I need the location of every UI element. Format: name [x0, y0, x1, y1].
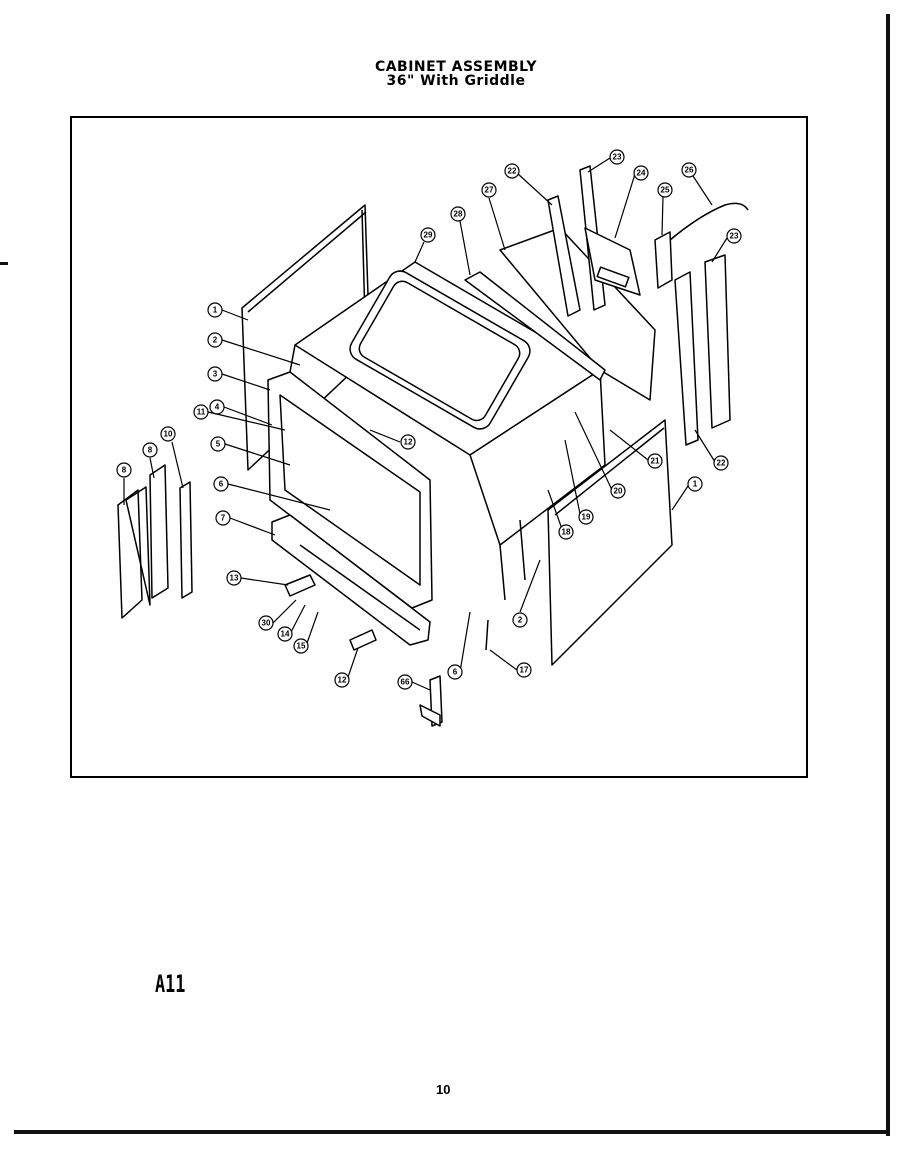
callout-18 [547, 489, 574, 540]
callout-30 [258, 599, 297, 631]
callout-label: 22 [717, 459, 726, 468]
callout-27 [481, 182, 506, 251]
callout-label: 25 [661, 186, 670, 195]
title-line-1: CABINET ASSEMBLY [374, 59, 538, 75]
callout-label: 3 [213, 370, 218, 379]
callout-6-right [447, 611, 471, 680]
callout-label: 20 [614, 487, 623, 496]
diagram-frame [70, 116, 808, 778]
part-back-panel [464, 227, 656, 401]
callout-label: 6 [453, 668, 458, 677]
callout-11 [193, 404, 286, 431]
callout-66 [397, 674, 431, 691]
page-title: CABINET ASSEMBLY 36" With Griddle [0, 60, 912, 88]
callout-label: 14 [281, 630, 290, 639]
callout-label: 7 [221, 514, 226, 523]
callout-4 [209, 399, 273, 426]
callout-label: 8 [148, 446, 153, 455]
callout-label: 4 [215, 403, 220, 412]
callout-label: 11 [197, 408, 206, 417]
callout-label: 18 [562, 528, 571, 537]
callout-label: 22 [508, 167, 517, 176]
callout-label: 2 [213, 336, 218, 345]
callout-20 [574, 411, 626, 499]
callout-2-left [207, 332, 301, 366]
callout-6-left [213, 476, 331, 511]
callout-7 [215, 510, 276, 536]
callout-label: 8 [122, 466, 127, 475]
callout-label: 30 [262, 619, 271, 628]
callout-22-right [694, 429, 729, 471]
callout-19 [564, 439, 594, 525]
callout-13 [226, 570, 289, 586]
callout-label: 23 [730, 232, 739, 241]
callout-17 [489, 649, 532, 678]
callout-21 [609, 429, 663, 469]
title-line-2: 36" With Griddle [386, 73, 526, 89]
callout-12-bottom [334, 647, 359, 688]
callout-label: 10 [164, 430, 173, 439]
callout-label: 5 [216, 440, 221, 449]
callout-2-right [512, 559, 541, 628]
callout-23-left [587, 149, 625, 173]
callout-label: 27 [485, 186, 494, 195]
callout-label: 24 [637, 169, 646, 178]
part-front-frame [267, 344, 433, 609]
part-junction-box [654, 231, 673, 289]
part-cabinet-body [469, 369, 606, 601]
callout-1-right [671, 476, 703, 511]
callout-label: 1 [693, 480, 698, 489]
callout-8-inner [142, 442, 158, 479]
callout-label: 17 [520, 666, 529, 675]
callout-25 [657, 182, 673, 236]
callout-29 [414, 227, 436, 263]
callout-10 [160, 426, 184, 489]
callout-label: 12 [338, 676, 347, 685]
page-number: 10 [436, 1082, 451, 1097]
part-flue-deflector [584, 227, 641, 296]
callout-label: 66 [401, 678, 410, 687]
part-bottom-front-panel [271, 514, 431, 646]
callout-15 [293, 611, 319, 654]
callout-label: 26 [685, 166, 694, 175]
page-edge-mark [0, 262, 8, 265]
callout-label: 23 [613, 153, 622, 162]
callout-label: 21 [651, 457, 660, 466]
callout-label: 2 [518, 616, 523, 625]
page-border-right [886, 14, 890, 1136]
callout-12-top [369, 429, 416, 450]
callout-label: 1 [213, 306, 218, 315]
callout-label: 19 [582, 513, 591, 522]
callout-22-left [504, 163, 553, 206]
callout-5 [210, 436, 291, 466]
callout-label: 28 [454, 210, 463, 219]
callout-1-left [207, 302, 249, 321]
page-border-bottom [14, 1130, 890, 1134]
part-power-cord [669, 202, 749, 241]
callout-24 [614, 165, 649, 239]
part-leveling-hardware [284, 574, 489, 727]
section-label: A11 [155, 970, 186, 998]
callout-8-outer [116, 462, 132, 505]
callout-label: 13 [230, 574, 239, 583]
callouts [116, 149, 742, 691]
callout-label: 29 [424, 231, 433, 240]
callout-label: 6 [219, 480, 224, 489]
callout-label: 12 [404, 438, 413, 447]
callout-28 [450, 206, 471, 276]
callout-3 [207, 366, 271, 391]
callout-14 [277, 604, 306, 642]
callout-26 [681, 162, 713, 206]
callout-23-right [711, 228, 742, 263]
callout-label: 15 [297, 642, 306, 651]
part-front-channels [117, 464, 193, 619]
part-side-panel-right [547, 419, 673, 666]
